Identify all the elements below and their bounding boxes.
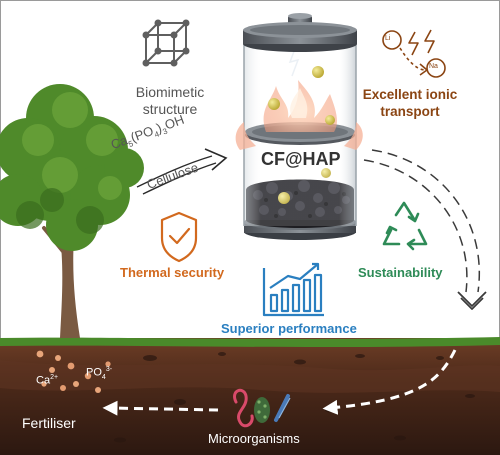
cube-structure-icon <box>142 19 190 67</box>
arrow-to-fertiliser <box>102 400 219 416</box>
label-biomimetic-structure: Biomimetic structure <box>120 84 220 118</box>
bar-chart-icon <box>262 262 324 317</box>
nutrient-pellets <box>36 350 111 393</box>
arrow-to-jar <box>136 148 228 195</box>
label-fertiliser: Fertiliser <box>22 415 76 431</box>
shield-check-icon <box>160 211 198 263</box>
ca-ion-base: Ca <box>36 374 51 387</box>
label-ionic-line1: Excellent ionic <box>362 87 458 102</box>
label-superior-performance: Superior performance <box>221 321 357 336</box>
label-microorganisms: Microorganisms <box>208 431 300 446</box>
ion-transport-icon <box>382 29 446 78</box>
po4-ion-sub: 4 <box>101 373 106 381</box>
soil-layer <box>0 337 500 455</box>
tree-icon <box>0 84 144 338</box>
microorganisms-art <box>233 388 291 428</box>
label-ca-ion: Ca2+ <box>36 374 58 387</box>
recycle-icon <box>382 201 428 251</box>
po4-ion-base: PO <box>86 366 102 379</box>
label-thermal-security: Thermal security <box>120 265 225 280</box>
label-ionic-line2: transport <box>380 104 440 119</box>
grass-strip <box>0 337 500 348</box>
arrow-to-soil-head <box>457 291 487 310</box>
label-cf-hap: CF@HAP <box>261 149 341 169</box>
flame-graphic <box>235 80 363 150</box>
battery-jar-icon <box>235 13 363 240</box>
arrow-to-soil <box>363 149 480 293</box>
label-po4-ion: PO43- <box>86 366 112 382</box>
ion-badge-2: Na <box>429 63 438 70</box>
label-biomimetic-line2: structure <box>142 101 198 117</box>
label-ionic-transport: Excellent ionic transport <box>350 86 470 120</box>
label-biomimetic-line1: Biomimetic <box>135 84 205 100</box>
ca-ion-charge: 2+ <box>50 374 59 381</box>
ion-badge-1: Li <box>385 35 391 42</box>
label-sustainability: Sustainability <box>358 265 443 280</box>
arrow-degradation <box>322 349 457 415</box>
po4-ion-charge: 3- <box>105 366 113 373</box>
